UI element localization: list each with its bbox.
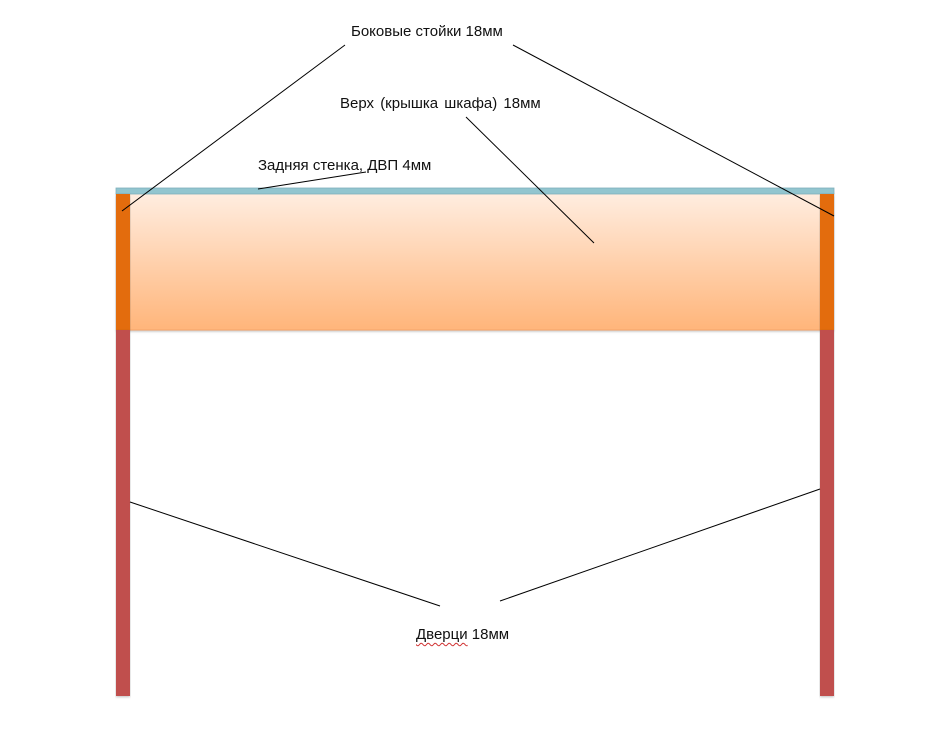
side-posts-label: Боковые стойки 18мм xyxy=(351,23,503,40)
leader-side-posts-right xyxy=(512,44,835,217)
right-door xyxy=(820,330,834,696)
leader-back-panel xyxy=(257,171,367,190)
right-side-post xyxy=(820,194,834,330)
back-panel-label: Задняя стенка, ДВП 4мм xyxy=(258,157,432,174)
doors-label-word: Дверци xyxy=(416,626,468,643)
left-door xyxy=(116,330,130,696)
top-lid-panel xyxy=(116,192,834,331)
top-lid-label: Верх (крышка шкафа) 18мм xyxy=(340,95,541,112)
left-side-post xyxy=(116,194,130,330)
leader-doors-left xyxy=(129,501,441,607)
leader-doors-right xyxy=(499,488,821,602)
doors-label-size: 18мм xyxy=(467,626,510,643)
doors-label: Дверци 18мм xyxy=(416,626,509,644)
leader-side-posts-left xyxy=(121,44,346,212)
leader-top-lid xyxy=(465,116,595,244)
back-panel-strip xyxy=(115,187,835,195)
leader-lines xyxy=(121,44,835,607)
